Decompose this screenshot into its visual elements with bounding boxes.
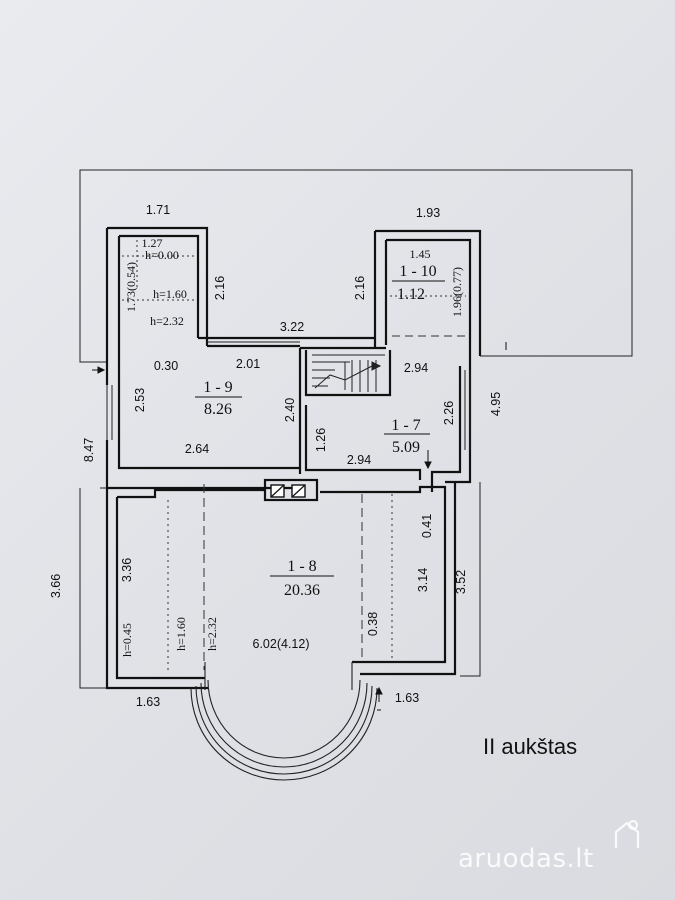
room-17-id: 1 - 7	[391, 417, 420, 434]
dim-163a: 1.63	[136, 695, 160, 709]
dim-173: 1.73(0.54)	[124, 262, 138, 312]
chimney-box	[263, 478, 319, 502]
closet-left-outer-wall	[107, 226, 209, 346]
room-labels: 1 - 9 8.26 1 - 10 1.12 1 - 7 5.09 1 - 8 …	[195, 263, 445, 599]
dim-145: 1.45	[410, 247, 431, 261]
closet-left-inner-wall	[119, 234, 200, 338]
right-terrace-outline	[460, 482, 481, 677]
chimney-flues	[270, 484, 306, 498]
dim-226: 2.26	[442, 401, 456, 425]
dim-041: 0.41	[420, 514, 434, 538]
left-terrace-outline	[79, 488, 107, 689]
room-18-top-right	[320, 485, 447, 664]
dim-193: 1.93	[416, 206, 440, 220]
height-232-closet: h=2.32	[150, 314, 184, 328]
room-17-wall	[304, 405, 422, 480]
dim-264: 2.64	[185, 442, 209, 456]
windows	[106, 341, 471, 450]
dim-127: 1.27	[142, 236, 163, 250]
closet-right-outer-wall	[375, 229, 482, 356]
roof-outline	[79, 169, 633, 363]
room-110-id: 1 - 10	[399, 263, 436, 280]
dim-216a: 2.16	[213, 276, 227, 300]
dim-314: 3.14	[416, 568, 430, 592]
room-110-area: 1.12	[397, 286, 425, 303]
dim-240: 2.40	[283, 398, 297, 422]
dim-847: 8.47	[82, 438, 96, 462]
floor-title: II aukštas	[483, 734, 578, 759]
watermark-house-icon	[614, 820, 640, 848]
dim-336: 3.36	[120, 558, 134, 582]
dim-201: 2.01	[236, 357, 260, 371]
staircase	[312, 354, 385, 392]
dimension-arrows	[92, 342, 507, 711]
dim-030: 0.30	[154, 359, 178, 373]
room-18-left-inner	[115, 497, 205, 680]
dim-216b: 2.16	[353, 276, 367, 300]
height-160-closet: h=1.60	[153, 287, 187, 301]
dim-602: 6.02(4.12)	[253, 637, 310, 651]
dim-352: 3.52	[454, 570, 468, 594]
stair-box	[304, 350, 392, 397]
watermark: aruodas.lt	[458, 844, 594, 874]
room-17-area: 5.09	[392, 439, 420, 456]
right-inner-wall	[430, 366, 462, 492]
dashed-lines	[122, 240, 466, 670]
height-045: h=0.45	[120, 623, 134, 657]
vertical-dimensions: 2.16 2.16 1.73(0.54) 1.96(0.77) 2.53 2.4…	[49, 262, 503, 636]
height-232-room: h=2.32	[205, 617, 219, 651]
dim-495: 4.95	[489, 392, 503, 416]
walls	[105, 226, 482, 690]
bay-window	[190, 662, 378, 781]
dim-171: 1.71	[146, 203, 170, 217]
dim-322: 3.22	[280, 320, 304, 334]
dim-163b: 1.63	[395, 691, 419, 705]
room-18-top-left	[117, 488, 265, 499]
dim-294a: 2.94	[404, 361, 428, 375]
dim-196: 1.96(0.77)	[450, 267, 464, 317]
height-markers: h=0.00 h=1.60 h=2.32 h=0.45 h=1.60 h=2.3…	[120, 248, 219, 657]
dim-253: 2.53	[133, 388, 147, 412]
dim-038: 0.38	[366, 612, 380, 636]
room-19-id: 1 - 9	[203, 379, 232, 396]
dim-126: 1.26	[314, 428, 328, 452]
outline-lines	[79, 169, 633, 689]
height-000: h=0.00	[145, 248, 179, 262]
room-18-right-outer	[360, 482, 457, 676]
dim-294b: 2.94	[347, 453, 371, 467]
horizontal-dimensions: 1.71 1.93 1.27 1.45 3.22 0.30 2.01 2.94 …	[136, 203, 440, 709]
room-18-left-outer	[105, 488, 208, 690]
room-19-area: 8.26	[204, 401, 232, 418]
dim-366: 3.66	[49, 574, 63, 598]
closet-right-inner-wall	[386, 238, 472, 356]
room-19-inner-wall	[117, 340, 300, 470]
height-160-room: h=1.60	[174, 617, 188, 651]
room-18-area: 20.36	[284, 582, 320, 599]
room-18-id: 1 - 8	[287, 558, 316, 575]
